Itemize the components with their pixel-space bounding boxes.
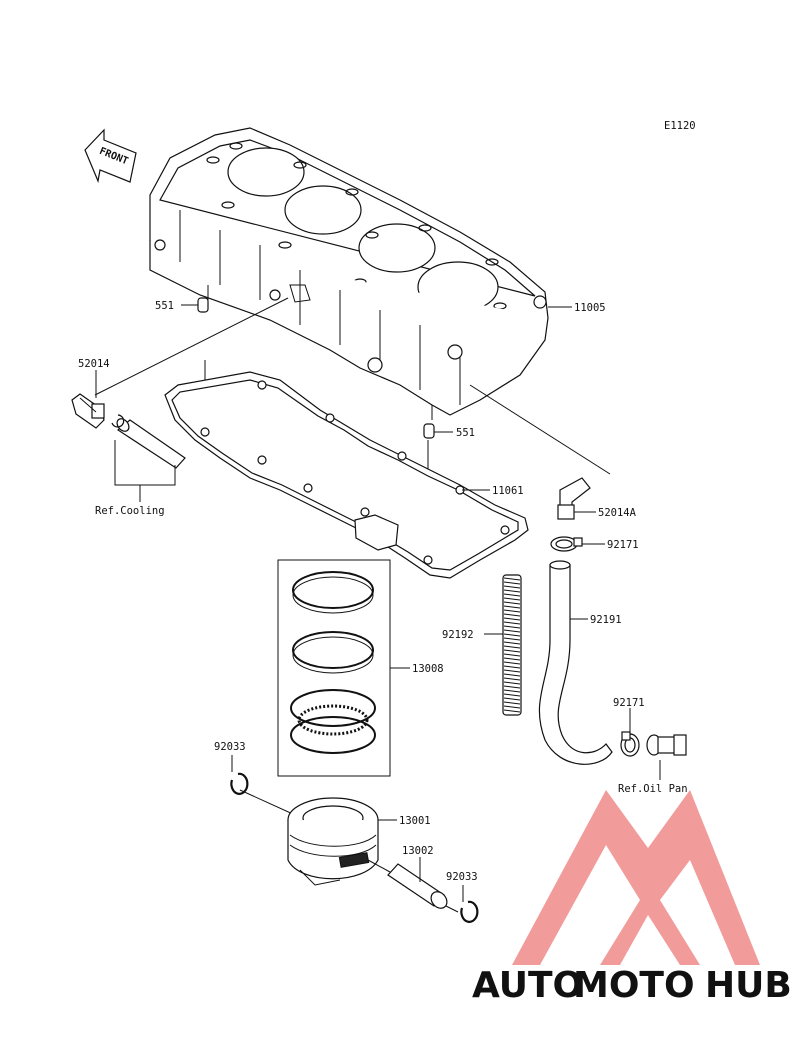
clamp-upper: [550, 536, 583, 552]
cylinder-block: [149, 127, 549, 416]
spring-coil: [503, 577, 521, 581]
fitting-right: [557, 477, 591, 520]
spring-coil: [503, 681, 521, 685]
spring-coil: [503, 701, 521, 705]
clamp-lower: [620, 731, 640, 757]
spring-coil: [503, 673, 521, 677]
spring-coil: [503, 645, 521, 649]
label-13001: 13001: [399, 815, 431, 827]
spring-coil: [503, 685, 521, 689]
spring-coil: [503, 653, 521, 657]
spring-coil: [503, 649, 521, 653]
piston: [287, 797, 379, 886]
diagram-code: E1120: [664, 120, 696, 132]
spring-coil: [503, 601, 521, 605]
watermark-moto: MOTO: [573, 965, 695, 1006]
spring-coil: [503, 669, 521, 673]
head-gasket: [164, 371, 529, 579]
watermark-text: AUTO MOTO HUB: [472, 965, 792, 1006]
circlip-right: [460, 900, 479, 923]
spring: [502, 574, 522, 716]
label-92191: 92191: [590, 614, 622, 626]
spring-coil: [503, 597, 521, 601]
fitting-left: [71, 393, 105, 429]
label-52014: 52014: [78, 358, 110, 370]
spring-coil: [503, 629, 521, 633]
spring-coil: [503, 625, 521, 629]
spring-coil: [503, 697, 521, 701]
label-551-upper: 551: [155, 300, 174, 312]
spring-coil: [503, 613, 521, 617]
spring-coil: [503, 617, 521, 621]
spring-coil: [503, 589, 521, 593]
spring-coil: [503, 689, 521, 693]
label-11061: 11061: [492, 485, 524, 497]
front-arrow-icon: FRONT: [84, 128, 137, 184]
spring-coil: [503, 593, 521, 597]
spring-coil: [503, 633, 521, 637]
oil-hose: [538, 564, 613, 765]
watermark-logo: [512, 790, 760, 965]
spring-coil: [503, 621, 521, 625]
spring-coil: [503, 677, 521, 681]
label-92171-upper: 92171: [607, 539, 639, 551]
cylinder-bore-1: [227, 147, 305, 197]
circlip-left: [230, 772, 249, 795]
spring-coil: [503, 585, 521, 589]
dowel-pin-lower: [423, 423, 435, 439]
label-11005: 11005: [574, 302, 606, 314]
spring-coil: [503, 581, 521, 585]
spring-coil: [503, 605, 521, 609]
label-92033-right: 92033: [446, 871, 478, 883]
spring-coil: [503, 705, 521, 709]
spring-coil: [503, 609, 521, 613]
cooling-hose: [111, 414, 186, 469]
label-13002: 13002: [402, 845, 434, 857]
ref-oil-pan: Ref.Oil Pan: [618, 783, 688, 795]
dowel-pin-upper: [197, 297, 209, 313]
piston-pin: [387, 863, 448, 909]
watermark-auto: AUTO: [472, 965, 583, 1006]
label-551-lower: 551: [456, 427, 475, 439]
spring-coil: [503, 641, 521, 645]
piston-ring-set: [290, 571, 376, 754]
oil-pan-fitting: [646, 734, 687, 756]
watermark-hub: HUB: [705, 965, 792, 1006]
spring-coil: [503, 637, 521, 641]
label-52014a: 52014A: [598, 507, 637, 519]
label-92192: 92192: [442, 629, 474, 641]
spring-coil: [503, 657, 521, 661]
label-92171-lower: 92171: [613, 697, 645, 709]
ref-cooling: Ref.Cooling: [95, 505, 165, 517]
cylinder-bore-2: [284, 185, 362, 235]
spring-coil: [503, 709, 521, 713]
label-13008: 13008: [412, 663, 444, 675]
label-92033-left: 92033: [214, 741, 246, 753]
spring-coil: [503, 693, 521, 697]
spring-coil: [503, 661, 521, 665]
spring-coil: [503, 665, 521, 669]
